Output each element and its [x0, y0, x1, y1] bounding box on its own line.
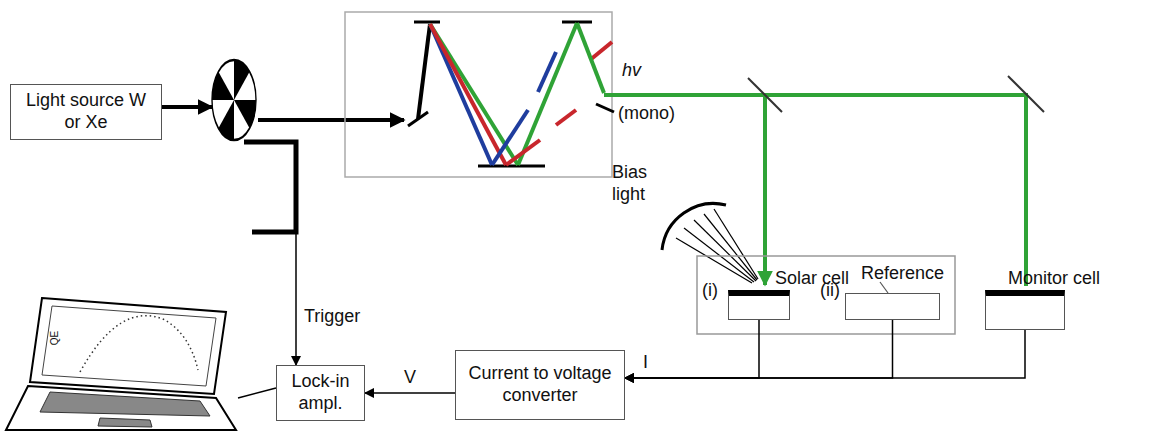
node-text: Light source W or Xe: [19, 90, 153, 133]
reference-cell: Reference: [845, 293, 940, 320]
monitor-cell: Monitor cell: [985, 290, 1065, 330]
converter-box: Current to voltage converter: [455, 350, 625, 420]
red-ray-dashed: [556, 110, 576, 125]
callout-number: (ii): [820, 280, 840, 302]
mirror: [1008, 76, 1044, 112]
connector: [365, 392, 455, 394]
red-ray-dashed: [590, 42, 612, 60]
light-arrow: [160, 105, 212, 109]
signal-label: I: [643, 352, 648, 374]
trigger-line: [295, 232, 297, 365]
source-box: Light source W or Xe: [10, 84, 162, 140]
beam-splitter: [748, 78, 782, 112]
bias-lamp: [662, 204, 758, 283]
light-arrow: [258, 118, 404, 122]
signal-label: Trigger: [304, 306, 360, 328]
input-ray: [418, 24, 430, 119]
lockin-box: Lock-in ampl.: [276, 365, 365, 421]
leader-line: [880, 282, 888, 293]
collimating-mirror: [414, 21, 440, 24]
node-text: Current to voltage converter: [464, 363, 616, 406]
bias-label: Bias light: [612, 162, 662, 205]
red-ray: [430, 24, 506, 165]
green-ray: [518, 23, 577, 165]
photon-label: hv: [622, 60, 641, 82]
mono-label: (mono): [618, 103, 675, 125]
exit-mirror: [596, 104, 614, 112]
node-text: Reference: [861, 263, 944, 285]
sample-holder: [697, 256, 955, 334]
red-ray: [506, 140, 540, 165]
signal-label: V: [404, 367, 416, 389]
green-ray: [577, 23, 604, 93]
connector: [625, 330, 1025, 378]
beam: [604, 95, 1026, 286]
grating: [478, 165, 545, 168]
node-text: Lock-in ampl.: [285, 371, 356, 414]
blue-ray-dashed: [538, 52, 556, 92]
solar-cell: Solar cell: [728, 290, 790, 320]
connector: [625, 320, 893, 378]
data-cable: [238, 388, 276, 398]
chopper-wheel: [212, 60, 256, 140]
node-text: Monitor cell: [1008, 268, 1100, 290]
axis-label: QE: [49, 331, 61, 345]
monochromator-box: [345, 12, 612, 177]
callout-number: (i): [702, 280, 718, 302]
chopper-sensor: [244, 142, 296, 232]
laptop: [6, 298, 236, 430]
connector: [625, 320, 759, 378]
